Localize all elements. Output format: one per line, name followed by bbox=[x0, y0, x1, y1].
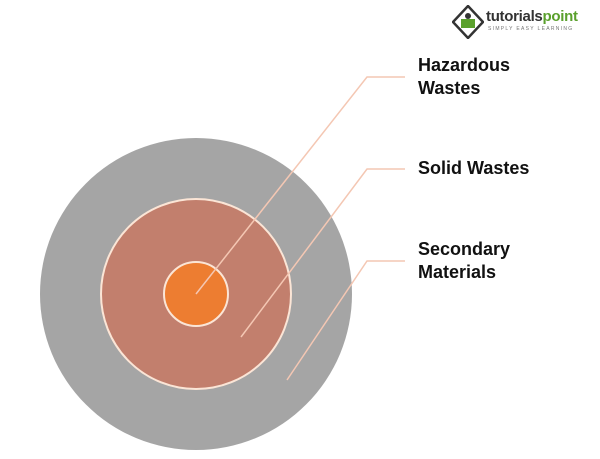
logo-text-part1: tutorials bbox=[486, 8, 543, 25]
label-line: Wastes bbox=[418, 78, 481, 98]
logo-text-part2: point bbox=[542, 8, 578, 25]
label-line: Solid Wastes bbox=[418, 158, 530, 178]
label-line: Materials bbox=[418, 262, 497, 282]
leader-line-solid bbox=[240, 168, 405, 338]
label-hazardous-wastes: Hazardous Wastes bbox=[418, 54, 510, 100]
label-line: Secondary bbox=[418, 239, 511, 259]
leader-line-secondary bbox=[286, 260, 405, 381]
tutorialspoint-logo: tutorialspoint SIMPLY EASY LEARNING bbox=[452, 5, 597, 39]
label-line: Hazardous bbox=[418, 55, 511, 75]
leader-line-hazardous bbox=[195, 76, 405, 295]
label-solid-wastes: Solid Wastes bbox=[418, 157, 529, 180]
label-secondary-materials: Secondary Materials bbox=[418, 238, 510, 284]
logo-diamond-icon bbox=[452, 5, 484, 39]
logo-text: tutorialspoint bbox=[486, 8, 578, 25]
logo-tagline: SIMPLY EASY LEARNING bbox=[488, 26, 574, 32]
